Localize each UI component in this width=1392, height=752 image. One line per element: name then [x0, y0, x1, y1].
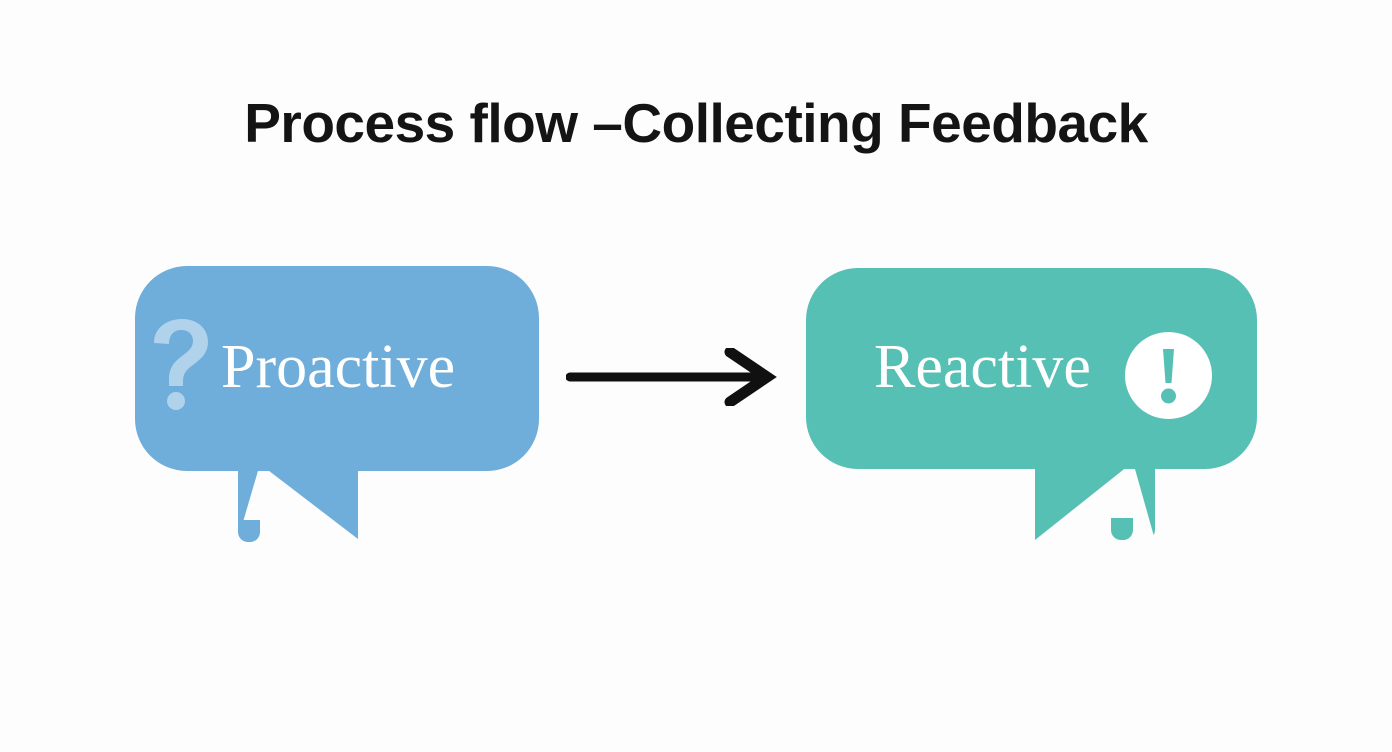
- node-reactive-label: Reactive: [874, 332, 1091, 401]
- node-proactive[interactable]: Proactive: [135, 266, 539, 471]
- proactive-bubble-tail-cap: [238, 520, 260, 542]
- node-reactive[interactable]: Reactive: [806, 268, 1257, 469]
- node-proactive-label: Proactive: [221, 332, 456, 401]
- exclamation-circle-icon: [1125, 332, 1212, 419]
- page-title: Process flow –Collecting Feedback: [244, 92, 1148, 154]
- reactive-bubble-tail: [1035, 462, 1155, 540]
- flow-arrow-icon: [566, 348, 778, 406]
- reactive-bubble-tail-cap: [1111, 518, 1133, 540]
